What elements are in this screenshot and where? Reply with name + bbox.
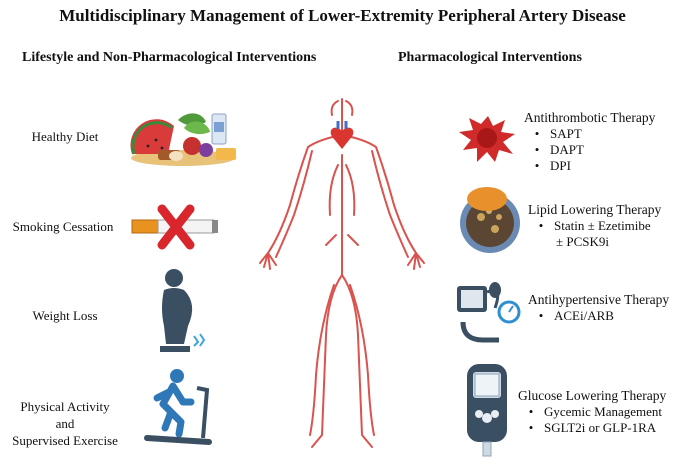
- glucose-lowering-therapy-title: Glucose Lowering Therapy: [518, 388, 667, 403]
- weight-scale-icon: [160, 269, 206, 352]
- antithrombotic-item: SAPT: [530, 126, 684, 142]
- lipid-lowering-therapy-title: Lipid Lowering Therapy: [528, 202, 662, 217]
- lipoprotein-icon: [460, 187, 520, 253]
- antithrombotic-item: DPI: [530, 158, 684, 174]
- antithrombotic-therapy-list: SAPT DAPT DPI: [524, 126, 684, 174]
- antithrombotic-therapy-block: Antithrombotic Therapy SAPT DAPT DPI: [524, 110, 684, 174]
- antithrombotic-therapy-title: Antithrombotic Therapy: [524, 110, 656, 125]
- glucose-lowering-therapy-block: Glucose Lowering Therapy Gycemic Managem…: [518, 388, 685, 436]
- lipid-lowering-therapy-block: Lipid Lowering Therapy Statin ± Ezetimib…: [528, 202, 685, 250]
- lipid-lowering-item: Statin ± Ezetimibe: [534, 218, 685, 234]
- antihypertensive-therapy-title: Antihypertensive Therapy: [528, 292, 670, 307]
- treadmill-icon: [144, 369, 212, 445]
- blood-pressure-monitor-icon: [457, 282, 521, 343]
- weight-loss-label: Weight Loss: [32, 308, 98, 323]
- glucose-lowering-therapy-list: Gycemic Management SGLT2i or GLP-1RA: [518, 404, 685, 436]
- glucose-lowering-item: SGLT2i or GLP-1RA: [524, 420, 685, 436]
- healthy-diet-label: Healthy Diet: [31, 129, 99, 144]
- healthy-food-icon: [130, 113, 236, 166]
- pharmacological-heading: Pharmacological Interventions: [398, 50, 582, 65]
- no-smoking-icon: [131, 204, 218, 250]
- lifestyle-heading: Lifestyle and Non-Pharmacological Interv…: [22, 50, 317, 65]
- figure-title: Multidisciplinary Management of Lower-Ex…: [59, 6, 626, 25]
- arterial-system-icon: [259, 98, 425, 448]
- platelet-icon: [459, 116, 515, 162]
- physical-activity-line-1: Physical Activity: [20, 399, 110, 414]
- physical-activity-label: Physical Activity and Supervised Exercis…: [0, 398, 130, 449]
- lipid-lowering-extra: ± PCSK9i: [556, 234, 610, 249]
- glucometer-icon: [467, 364, 507, 457]
- physical-activity-line-2: and: [55, 416, 75, 431]
- lipid-lowering-therapy-list: Statin ± Ezetimibe: [528, 218, 685, 234]
- smoking-cessation-label: Smoking Cessation: [12, 219, 114, 234]
- antihypertensive-item: ACEi/ARB: [534, 308, 685, 324]
- antihypertensive-therapy-block: Antihypertensive Therapy ACEi/ARB: [528, 292, 685, 324]
- antithrombotic-item: DAPT: [530, 142, 684, 158]
- antihypertensive-therapy-list: ACEi/ARB: [528, 308, 685, 324]
- glucose-lowering-item: Gycemic Management: [524, 404, 685, 420]
- physical-activity-line-3: Supervised Exercise: [12, 433, 118, 448]
